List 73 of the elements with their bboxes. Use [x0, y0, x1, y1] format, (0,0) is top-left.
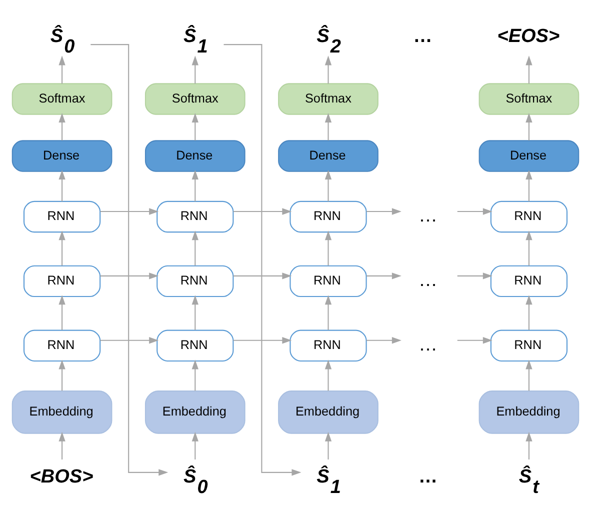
arrow — [526, 294, 532, 330]
arrow — [192, 112, 198, 140]
arrow — [324, 169, 332, 201]
node-box: RNN — [290, 329, 367, 361]
node-text: <BOS> — [30, 466, 94, 487]
arrow — [58, 169, 66, 201]
node-box: Dense — [278, 140, 378, 172]
arrow — [366, 272, 402, 279]
arrow — [58, 359, 66, 390]
arrow — [526, 431, 532, 459]
arrow — [526, 359, 532, 390]
node-box: Embedding — [478, 390, 580, 434]
arrow — [324, 431, 332, 459]
arrow — [457, 272, 492, 279]
arrow — [192, 169, 198, 201]
node-box: Dense — [144, 140, 246, 172]
node-box: RNN — [290, 264, 367, 297]
node-box: RNN — [156, 329, 234, 361]
arrow — [324, 294, 332, 330]
arrow — [324, 55, 332, 84]
arrow — [526, 55, 532, 84]
node-box: Embedding — [278, 390, 378, 434]
arrow — [100, 208, 159, 214]
arrow — [58, 230, 66, 266]
arrow — [324, 359, 332, 390]
node-box: Softmax — [478, 82, 580, 114]
arrow — [192, 359, 198, 390]
node-box: RNN — [156, 200, 234, 232]
arrow — [324, 112, 332, 140]
arrow — [457, 336, 492, 344]
node-text: … — [418, 204, 438, 226]
node-box: Softmax — [278, 82, 378, 114]
node-box: RNN — [490, 264, 568, 297]
node-box: Softmax — [12, 82, 112, 114]
arrow — [224, 44, 302, 476]
node-text: <EOS> — [497, 25, 560, 46]
node-box: Embedding — [144, 390, 246, 434]
arrow — [366, 208, 402, 214]
node-box: RNN — [156, 264, 234, 297]
arrow — [100, 272, 159, 279]
arrow — [526, 169, 532, 201]
arrow — [192, 431, 198, 459]
arrow — [58, 294, 66, 330]
arrow — [90, 44, 168, 476]
node-text: … — [418, 269, 438, 290]
arrow — [233, 336, 292, 344]
arrow — [233, 208, 292, 214]
node-box: RNN — [23, 264, 101, 297]
arrow — [100, 336, 159, 344]
label: … — [418, 466, 438, 487]
node-box: RNN — [290, 200, 367, 232]
node-box: Softmax — [144, 82, 246, 114]
label: … — [413, 25, 432, 46]
arrow — [526, 112, 532, 140]
arrow — [192, 55, 198, 84]
arrow — [58, 431, 66, 459]
node-box: RNN — [23, 200, 101, 232]
node-box: Embedding — [12, 390, 112, 434]
arrow — [58, 112, 66, 140]
arrow — [366, 336, 402, 344]
arrow — [233, 272, 292, 279]
arrow — [526, 230, 532, 266]
node-text: … — [418, 334, 438, 355]
node-box: RNN — [490, 200, 568, 232]
arrow — [192, 230, 198, 266]
node-box: Dense — [12, 140, 112, 172]
node-box: RNN — [23, 329, 101, 361]
node-box: RNN — [490, 329, 568, 361]
arrow — [324, 230, 332, 266]
node-box: Dense — [478, 140, 580, 172]
arrow — [457, 208, 492, 214]
arrow — [58, 55, 66, 84]
arrow — [192, 294, 198, 330]
